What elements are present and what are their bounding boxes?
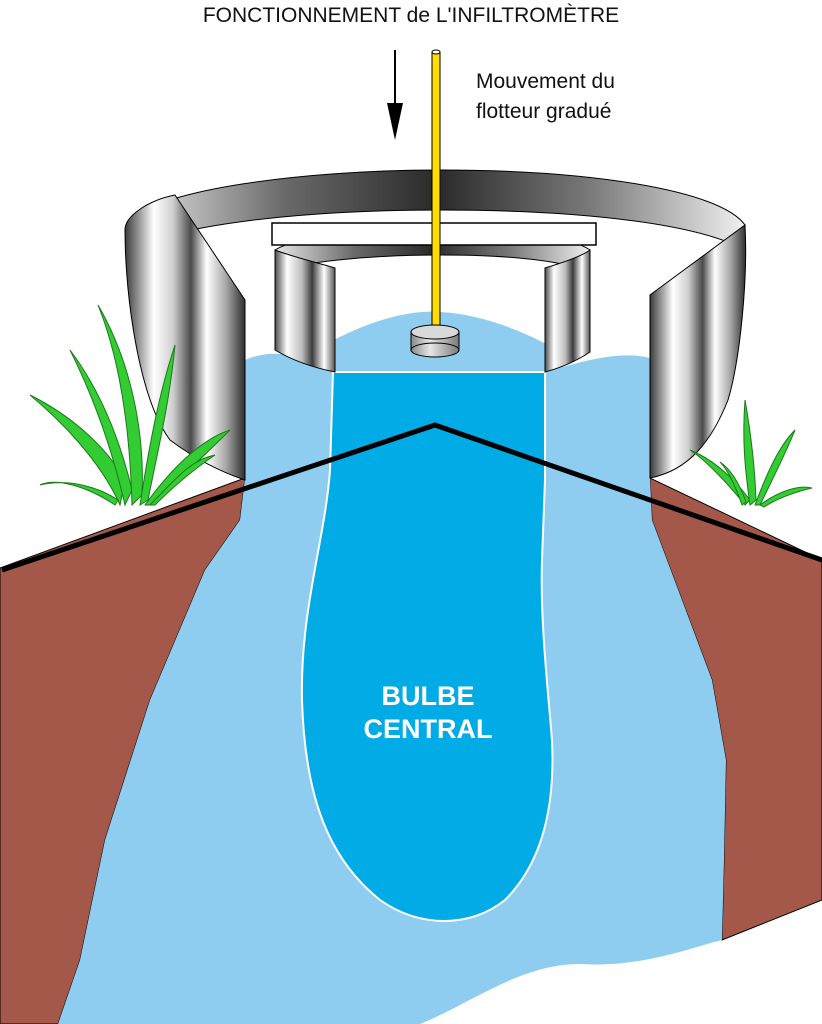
bulb-label-line1: BULBE	[382, 681, 475, 711]
outer-cylinder-right-wall	[649, 224, 747, 479]
inner-cylinder-left-wall	[274, 249, 336, 373]
graduated-rod	[431, 51, 441, 331]
float-annotation-line1: Mouvement du	[476, 70, 615, 93]
float-cylinder-icon	[410, 324, 460, 358]
float-annotation-line2: flotteur gradué	[476, 100, 611, 123]
down-arrow-icon	[387, 50, 403, 140]
rod-top	[431, 49, 441, 55]
central-bulb	[300, 371, 554, 922]
bulb-label-line2: CENTRAL	[364, 714, 493, 744]
grass-icon	[689, 399, 813, 508]
outer-cylinder-left-wall	[124, 194, 246, 481]
diagram-title: FONCTIONNEMENT de L'INFILTROMÈTRE	[203, 4, 619, 27]
inner-cylinder-right-wall	[544, 249, 591, 373]
grass-icon	[29, 304, 231, 507]
ground-surface-line	[1, 422, 822, 573]
